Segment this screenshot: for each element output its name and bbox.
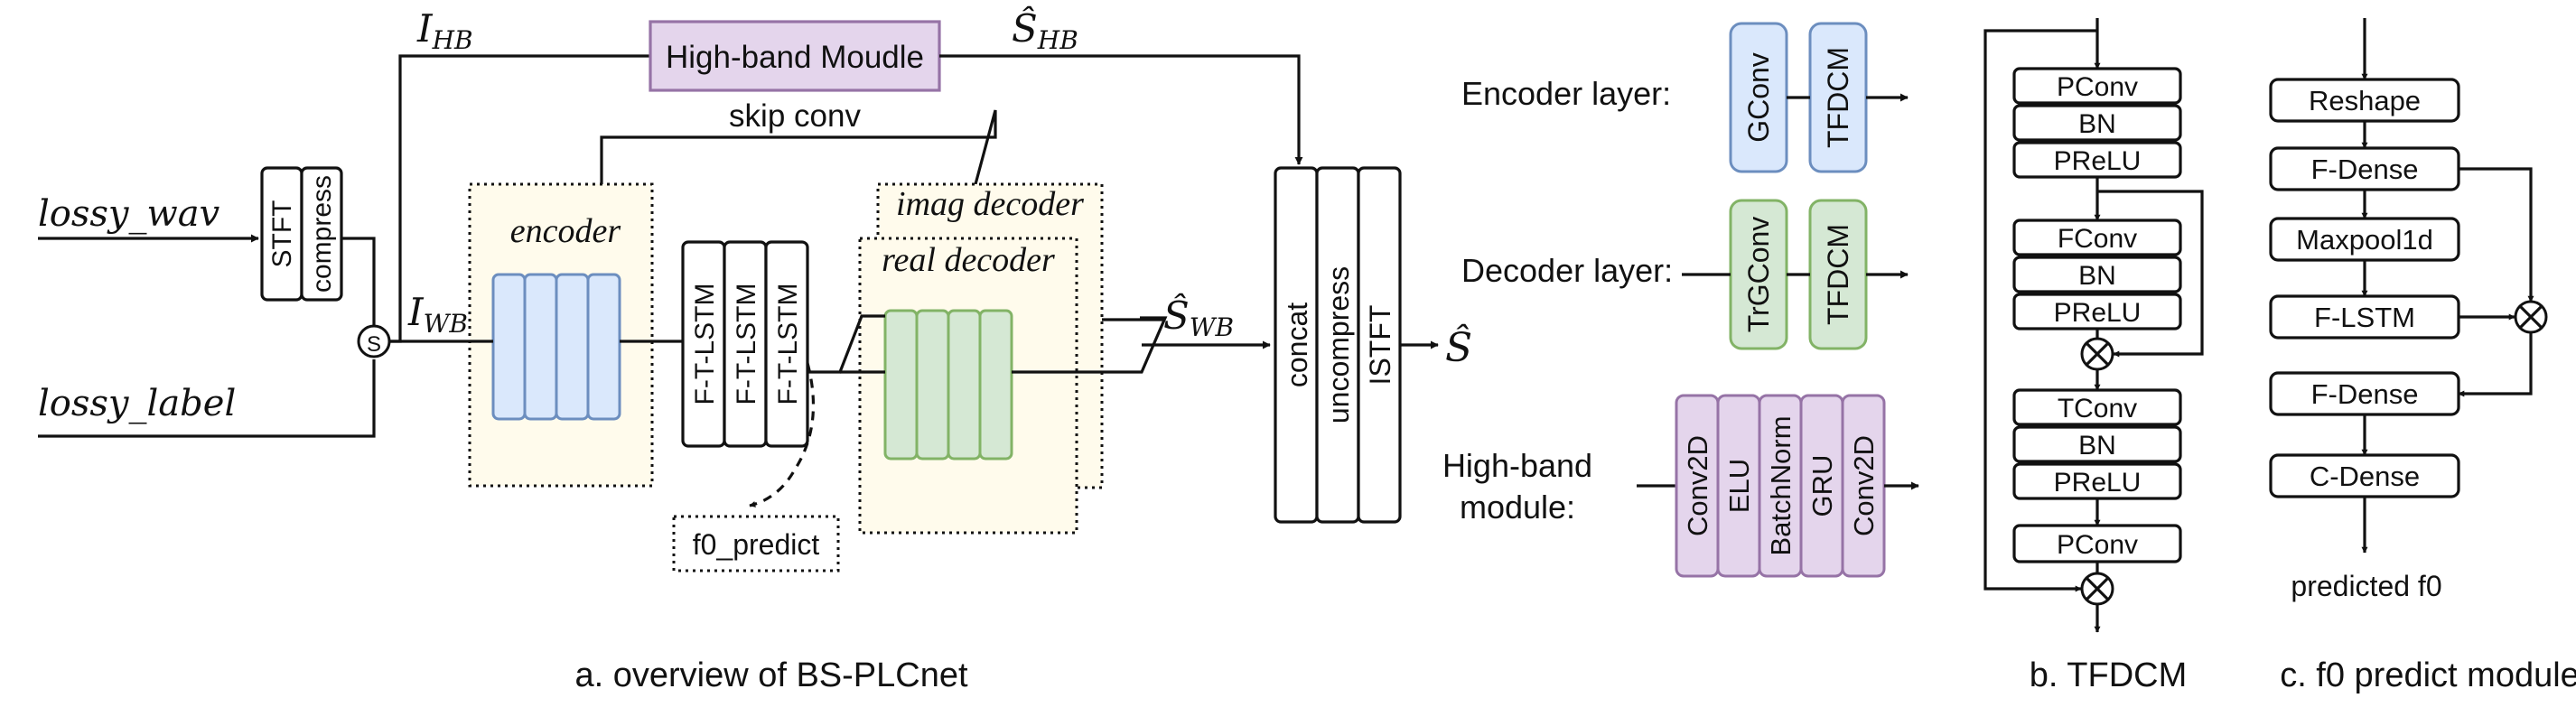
decoder-layer-label: Decoder layer: <box>1461 252 1673 289</box>
skip-conv-label: skip conv <box>729 98 861 134</box>
output-block: concat uncompress ISTFT <box>1274 166 1402 524</box>
tfdcm-multiply-1 <box>2080 337 2114 371</box>
tfdcm-bn-3: BN <box>2078 431 2116 461</box>
decoder-layer-blocks: TrGConv TFDCM <box>1729 199 1868 350</box>
lossy-label-label: lossy_label <box>38 383 236 424</box>
tfdcm-prelu-3: PReLU <box>2054 468 2142 498</box>
hb-batchnorm: BatchNorm <box>1765 415 1797 555</box>
stft-compress-block: STFT compress <box>260 166 343 302</box>
tfdcm-label-enc: TFDCM <box>1822 47 1854 148</box>
high-band-layer-blocks: Conv2D ELU BatchNorm GRU Conv2D <box>1675 394 1886 578</box>
f0-predict-block: f0_predict <box>672 515 840 572</box>
encoder-layer-label: Encoder layer: <box>1461 75 1671 112</box>
stft-label: STFT <box>267 200 297 268</box>
concat-label: concat <box>1281 302 1313 387</box>
high-band-module-block: High-band Moudle <box>649 20 941 92</box>
tfdcm-prelu-2: PReLU <box>2054 298 2142 328</box>
tfdcm-caption: b. TFDCM <box>2030 656 2188 694</box>
real-decoder-block: real decoder <box>858 237 1078 535</box>
predicted-f0-label: predicted f0 <box>2291 570 2441 602</box>
real-decoder-label: real decoder <box>882 241 1055 279</box>
istft-label: ISTFT <box>1364 305 1396 386</box>
tfdcm-bn-1: BN <box>2078 109 2116 139</box>
overview-caption: a. overview of BS-PLCnet <box>574 656 968 694</box>
f0-predict-label: f0_predict <box>693 528 820 561</box>
lstm-label-1: F-T-LSTM <box>690 284 720 405</box>
uncompress-label: uncompress <box>1322 266 1355 424</box>
overview-panel: lossy_wav lossy_label STFT compress S IH… <box>38 5 1472 694</box>
f0-multiply <box>2514 300 2548 334</box>
split-symbol: S <box>367 332 381 357</box>
lstm-label-3: F-T-LSTM <box>773 284 803 405</box>
high-band-layer-label-1: High-band <box>1442 447 1592 484</box>
tfdcm-pconv-1: PConv <box>2057 72 2138 102</box>
encoder-label: encoder <box>510 212 621 250</box>
tfdcm-label-dec: TFDCM <box>1822 224 1854 325</box>
high-band-module-label: High-band Moudle <box>666 40 924 75</box>
f0-module-panel: Reshape F-Dense Maxpool1d F-LSTM F-Dense… <box>2269 18 2576 694</box>
tfdcm-tconv: TConv <box>2058 394 2137 424</box>
tfdcm-pconv-2: PConv <box>2057 530 2138 560</box>
encoder-block: encoder <box>468 182 654 488</box>
hb-conv2d-2: Conv2D <box>1848 435 1880 536</box>
high-band-layer-label-2: module: <box>1460 489 1575 526</box>
hb-gru: GRU <box>1806 455 1838 517</box>
lossy-wav-label: lossy_wav <box>38 193 220 235</box>
compress-label: compress <box>307 175 337 293</box>
hb-elu: ELU <box>1723 459 1755 513</box>
tfdcm-multiply-2 <box>2080 572 2114 606</box>
i-wb-label: IWB <box>407 290 468 339</box>
encoder-layer-blocks: GConv TFDCM <box>1729 22 1868 173</box>
gconv-label: GConv <box>1742 52 1775 143</box>
s-hb-label: ŜHB <box>1012 5 1078 55</box>
tfdcm-prelu-1: PReLU <box>2054 146 2142 176</box>
f0-cdense: C-Dense <box>2310 461 2420 492</box>
i-hb-label: IHB <box>416 6 473 55</box>
split-node: S <box>357 324 391 358</box>
trgconv-label: TrGConv <box>1742 217 1775 333</box>
tfdcm-bn-2: BN <box>2078 261 2116 291</box>
f0-dense-2: F-Dense <box>2311 378 2419 410</box>
f0-reshape: Reshape <box>2309 85 2421 116</box>
s-wb-label: ŜWB <box>1163 293 1234 342</box>
lstm-block: F-T-LSTM F-T-LSTM F-T-LSTM <box>681 240 809 448</box>
hb-conv2d-1: Conv2D <box>1682 435 1713 536</box>
imag-decoder-label: imag decoder <box>896 185 1084 223</box>
f0-dense-1: F-Dense <box>2311 154 2419 185</box>
tfdcm-fconv: FConv <box>2058 224 2137 254</box>
s-out-label: Ŝ <box>1445 323 1472 371</box>
lstm-label-2: F-T-LSTM <box>732 284 761 405</box>
tfdcm-panel: PConv BN PReLU FConv BN PReLU TConv BN P… <box>1983 18 2204 694</box>
f0-maxpool: Maxpool1d <box>2296 224 2433 256</box>
f0-module-caption: c. f0 predict module <box>2280 656 2576 694</box>
f0-lstm: F-LSTM <box>2314 302 2415 333</box>
layer-definitions: Encoder layer: GConv TFDCM Decoder layer… <box>1442 22 1919 578</box>
